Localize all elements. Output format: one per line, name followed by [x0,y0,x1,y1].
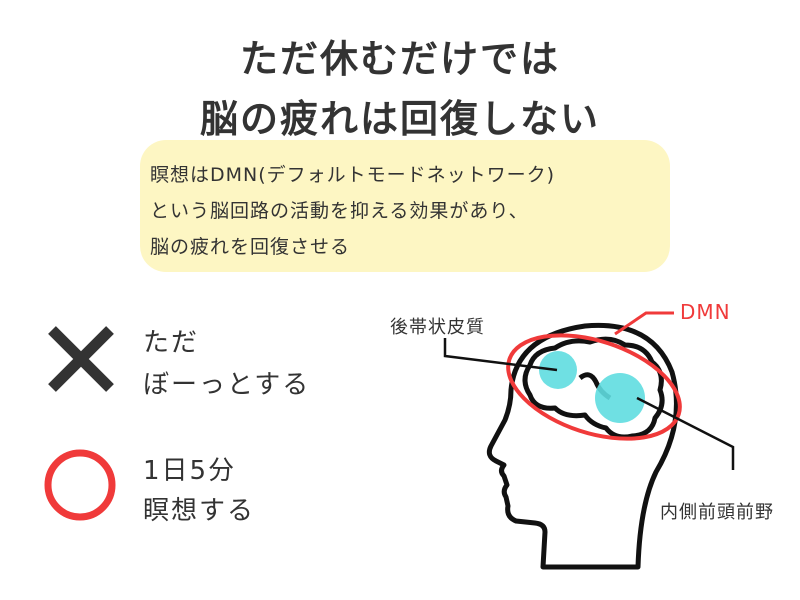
pcc-label: 後帯状皮質 [390,317,485,338]
pcc-pointer-line [443,338,558,372]
dmn-ellipse [506,333,682,441]
cross-icon [48,326,114,392]
pcc-region [539,351,577,389]
explanation-line-2: という脳回路の活動を抑える効果があり、 [150,200,529,222]
good-label-line-2: 瞑想する [143,496,256,526]
dmn-pointer-line [614,311,674,336]
title-line-1: ただ休むだけでは [239,37,560,81]
title-line-2: 脳の疲れは回復しない [199,97,600,141]
circle-icon [44,449,116,521]
mpfc-label: 内側前頭前野 [660,502,774,523]
mpfc-region [595,373,645,423]
dmn-label: DMN [680,300,731,324]
explanation-line-3: 脳の疲れを回復させる [150,236,351,258]
mpfc-pointer-line [636,396,735,470]
bad-label-line-1: ただ [143,328,200,358]
bad-label-line-2: ぼーっとする [143,370,311,400]
explanation-box: 瞑想はDMN(デフォルトモードネットワーク) という脳回路の活動を抑える効果があ… [140,140,670,272]
good-label-line-1: 1日5分 [143,456,237,486]
explanation-line-1: 瞑想はDMN(デフォルトモードネットワーク) [150,164,556,186]
